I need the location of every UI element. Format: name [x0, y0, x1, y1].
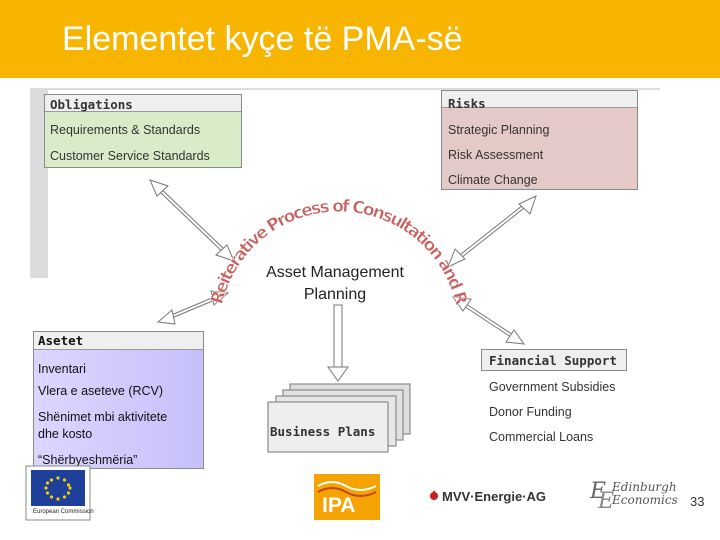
arrow-asetet	[156, 290, 230, 325]
asetet-heading: Asetet	[38, 333, 84, 348]
ipa-text: IPA	[322, 494, 356, 517]
asetet-item: dhe kosto	[38, 427, 93, 441]
mvv-star-icon	[430, 490, 438, 500]
center-line-1: Asset Management	[266, 264, 404, 281]
arrow-obligations	[149, 179, 235, 262]
asetet-box	[33, 331, 204, 469]
center-label: Asset Management Planning	[250, 262, 420, 306]
slide-title: Elementet kyçe të PMA-së	[62, 20, 463, 58]
financial-item: Government Subsidies	[489, 380, 616, 394]
financial-item: Donor Funding	[489, 405, 572, 419]
asetet-item: Shënimet mbi aktivitete	[38, 410, 168, 424]
svg-text:E: E	[597, 489, 614, 514]
obligations-box	[44, 94, 242, 168]
edinburgh-line-2: Economics	[612, 493, 678, 507]
obligations-header	[45, 95, 241, 112]
asetet-item: “Shërbyeshmëria”	[38, 453, 138, 467]
risks-heading: Risks	[448, 96, 486, 111]
business-plans-stack	[267, 383, 411, 453]
edinburgh-line-1: Edinburgh	[612, 480, 677, 494]
risks-box	[441, 90, 638, 190]
obligations-heading: Obligations	[50, 97, 133, 112]
financial-heading: Financial Support	[489, 353, 617, 368]
eu-logo	[25, 465, 91, 521]
page-number: 33	[690, 494, 705, 509]
risks-item: Strategic Planning	[448, 123, 550, 137]
asetet-header	[34, 332, 203, 350]
asetet-item: Vlera e aseteve (RCV)	[38, 384, 164, 398]
mvv-text: MVV·Energie·AG	[442, 489, 547, 504]
financial-item: Commercial Loans	[489, 430, 594, 444]
financial-header	[481, 349, 627, 371]
risks-item: Climate Change	[448, 173, 538, 187]
asetet-item: Inventari	[38, 362, 86, 376]
risks-header	[442, 91, 637, 108]
arrow-financial	[451, 296, 526, 345]
business-plans-label: Business Plans	[270, 424, 376, 439]
arrow-risks	[447, 195, 537, 268]
svg-text:E: E	[589, 479, 606, 504]
title-bar: Elementet kyçe të PMA-së	[0, 0, 720, 78]
arrow-business-plans	[327, 304, 349, 382]
edinburgh-logo-mark: E E	[589, 479, 614, 514]
obligations-item: Customer Service Standards	[50, 149, 210, 163]
eu-caption: European Commission	[33, 509, 94, 515]
obligations-item: Requirements & Standards	[50, 123, 201, 137]
ipa-logo	[314, 474, 380, 520]
center-line-2: Planning	[303, 286, 367, 303]
risks-item: Risk Assessment	[448, 148, 544, 162]
